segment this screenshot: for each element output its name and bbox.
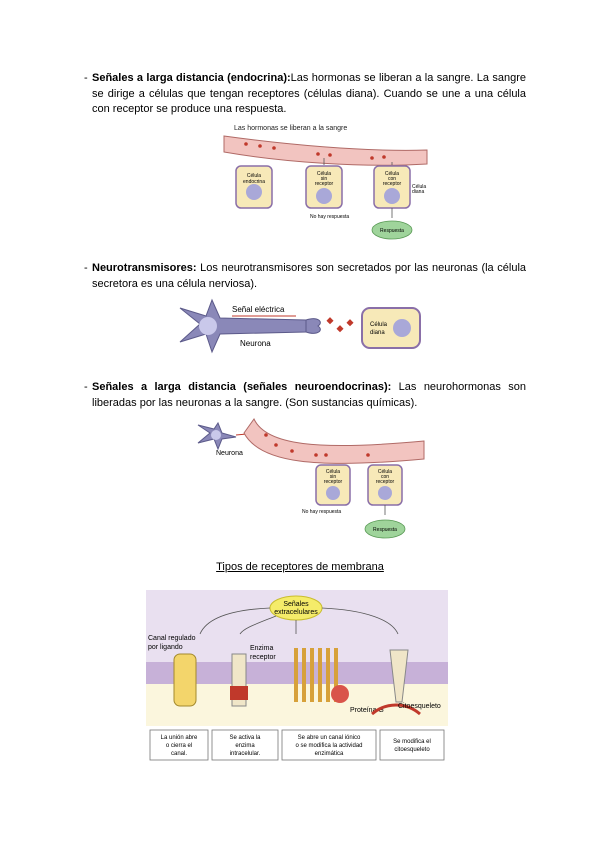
blood-vessel: [223, 135, 428, 166]
signals-label-1: Señales: [283, 601, 309, 608]
endocrine-diagram: Las hormonas se liberan a la sangre Célu…: [223, 125, 428, 240]
channel-label-2: por ligando: [148, 644, 183, 651]
arrows: [323, 158, 393, 218]
cell2-label-1: Célula: [317, 171, 331, 177]
response-oval: [364, 519, 406, 539]
nucleus: [246, 184, 262, 200]
cell-no-receptor: [315, 464, 351, 506]
paragraph-neurotransmitters: - Neurotransmisores: Los neurotransmisor…: [84, 261, 526, 292]
neuron-nucleus: [211, 430, 221, 440]
integrin: [389, 649, 409, 703]
paragraph-title: Señales a larga distancia (señales neuro…: [92, 381, 392, 393]
response-label: Respuesta: [373, 527, 397, 533]
axon-terminal: [305, 318, 321, 334]
neuroendocrine-diagram: Neurona Célula sin receptor Célula con r…: [197, 418, 425, 539]
box3-line2: o se modifica la actividad: [295, 743, 362, 749]
bullet-dash: -: [84, 381, 88, 393]
hormone-dots: [244, 142, 386, 160]
cell2-label-1: Célula: [326, 469, 340, 475]
diana-label-2: diana: [412, 189, 424, 195]
signal-label: Señal eléctrica: [232, 305, 285, 314]
cell3-label-2: con: [388, 176, 396, 182]
paragraph-text: Las neurohormonas son liberadas por las …: [92, 381, 526, 409]
box2-line2: enzima: [235, 743, 255, 749]
paragraph-neuroendocrine: - Señales a larga distancia (señales neu…: [84, 380, 526, 411]
cell2-label-2: sin: [330, 474, 337, 480]
cell2-label-3: receptor: [324, 479, 343, 485]
membrane-receptors-diagram: Señales extracelulares Canal regulado po…: [146, 590, 448, 762]
response-label: Respuesta: [380, 228, 404, 234]
cell-no-receptor: [305, 165, 343, 209]
cell3-label-3: receptor: [376, 479, 395, 485]
enzyme-label-2: receptor: [250, 654, 276, 661]
signal-arrows: [199, 607, 399, 635]
paragraph-text: Los neurotransmisores son secretados por…: [92, 262, 526, 290]
neuron-body: [179, 298, 307, 354]
no-response-label: No hay respuesta: [302, 509, 341, 515]
ligand-channel: [173, 653, 197, 707]
nucleus: [326, 486, 340, 500]
neuron-label: Neurona: [216, 450, 243, 457]
nucleus: [393, 319, 411, 337]
box3-line1: Se abre un canal iónico: [298, 735, 361, 741]
cytoskeleton: [371, 703, 421, 716]
response-oval: [371, 220, 413, 240]
figure-caption: Tipos de receptores de membrana: [216, 561, 384, 573]
neuron-label: Neurona: [240, 339, 271, 348]
g-protein-receptor: [294, 648, 338, 702]
nucleus: [384, 188, 400, 204]
enzyme-label-1: Enzima: [250, 645, 273, 652]
hormone-dots: [264, 433, 370, 457]
signals-label-2: extracelulares: [274, 609, 318, 616]
result-boxes: [149, 729, 445, 761]
g-protein: [331, 685, 349, 703]
nucleus: [316, 188, 332, 204]
paragraph-text: Las hormonas se liberan a la sangre. La …: [92, 72, 526, 115]
box3-line3: enzimática: [315, 751, 344, 757]
cell3-label-1: Célula: [385, 171, 399, 177]
neuron-nucleus: [199, 317, 217, 335]
box4-line2: citoesqueleto: [394, 747, 430, 753]
enzyme-domain: [230, 686, 248, 700]
neurotransmitter-dots: [326, 317, 354, 333]
box4-line1: Se modifica el: [393, 739, 431, 745]
box1-line1: La unión abre: [161, 735, 198, 741]
no-response-label: No hay respuesta: [310, 214, 349, 220]
channel-label-1: Canal regulado: [148, 635, 196, 642]
fig1-title: Las hormonas se liberan a la sangre: [234, 125, 347, 132]
diana-label-1: Célula: [412, 184, 426, 190]
paragraph-endocrine: - Señales a larga distancia (endocrina):…: [84, 71, 526, 118]
cell1-label-2: endocrina: [243, 179, 265, 185]
cell3-label-3: receptor: [383, 181, 402, 187]
nucleus: [378, 486, 392, 500]
box2-line3: intracelular.: [230, 751, 261, 757]
cell2-label-3: receptor: [315, 181, 334, 187]
target-label-1: Célula: [370, 322, 388, 328]
neurotransmitter-diagram: Señal eléctrica Neurona Célula diana: [179, 298, 421, 354]
cell3-label-1: Célula: [378, 469, 392, 475]
paragraph-title: Neurotransmisores:: [92, 262, 197, 274]
blood-vessel: [243, 418, 425, 464]
box1-line3: canal.: [171, 751, 187, 757]
bullet-dash: -: [84, 262, 88, 274]
cell1-label-1: Célula: [247, 173, 261, 179]
box2-line1: Se activa la: [229, 735, 261, 741]
cell3-label-2: con: [381, 474, 389, 480]
paragraph-title: Señales a larga distancia (endocrina):: [92, 72, 291, 84]
box1-line2: o cierra el: [166, 743, 192, 749]
signals-oval: [269, 595, 323, 621]
cyto-label: Citoesqueleto: [398, 703, 441, 710]
bullet-dash: -: [84, 72, 88, 84]
cell2-label-2: sin: [321, 176, 328, 182]
target-label-2: diana: [370, 330, 385, 336]
target-cell: [361, 307, 421, 349]
gprotein-label: Proteína G: [350, 707, 384, 714]
